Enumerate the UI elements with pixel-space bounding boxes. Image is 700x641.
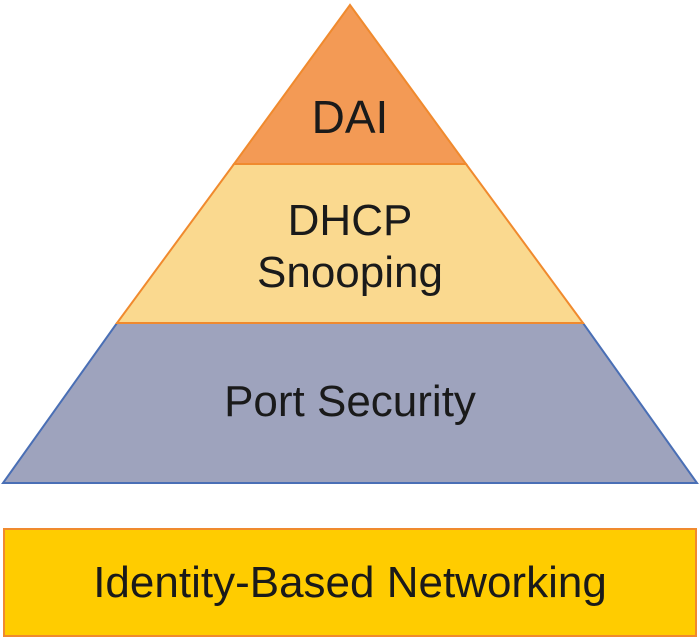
port-security-label: Port Security	[224, 377, 476, 426]
identity-based-networking-label: Identity-Based Networking	[93, 558, 607, 607]
pyramid-tier-dai	[232, 3, 468, 165]
snooping-label: Snooping	[257, 248, 443, 297]
dhcp-label: DHCP	[288, 196, 413, 245]
foundation-bar	[3, 528, 697, 637]
dai-label: DAI	[312, 91, 389, 143]
